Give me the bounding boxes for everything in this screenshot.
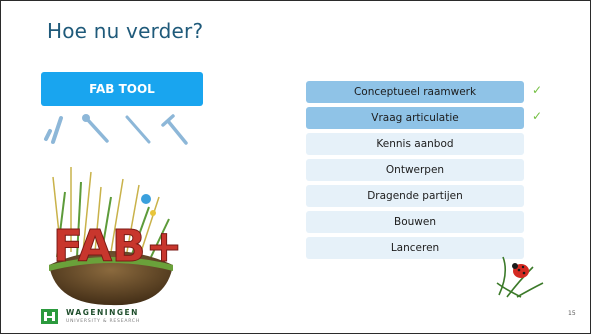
slide-title: Hoe nu verder? — [47, 19, 204, 43]
fab-emblem-illustration: FAB+ — [49, 167, 183, 306]
fab-tool-button[interactable]: FAB TOOL — [41, 72, 203, 106]
spanner-icon — [82, 114, 109, 143]
step-label: Vraag articulatie — [371, 112, 459, 124]
ladybug-icon — [496, 256, 544, 298]
step-item: Vraag articulatie ✓ — [306, 107, 542, 129]
step-label: Lanceren — [390, 242, 440, 254]
step-item: Kennis aanbod — [306, 133, 524, 155]
step-label: Dragende partijen — [367, 190, 463, 202]
step-label: Kennis aanbod — [376, 138, 454, 150]
wrench-icon — [44, 116, 63, 144]
page-number: 15 — [568, 310, 576, 317]
hammer-icon — [161, 114, 188, 145]
logo-name: WAGENINGEN — [66, 308, 139, 317]
tools-row — [44, 114, 188, 145]
step-label: Ontwerpen — [385, 164, 445, 176]
fab-emblem-text: FAB+ — [53, 221, 182, 272]
fab-tool-label: FAB TOOL — [89, 82, 155, 96]
step-item: Lanceren — [306, 237, 524, 259]
checkmark-icon: ✓ — [531, 83, 542, 97]
wageningen-logo-mark-icon — [41, 309, 58, 324]
step-label: Conceptueel raamwerk — [353, 86, 477, 98]
step-label: Bouwen — [394, 216, 436, 228]
step-item: Dragende partijen — [306, 185, 524, 207]
roadmap-steps: Conceptueel raamwerk ✓ Vraag articulatie… — [306, 81, 542, 263]
logo-subtitle: UNIVERSITY & RESEARCH — [66, 319, 141, 324]
screwdriver-icon — [125, 115, 151, 144]
step-item: Ontwerpen — [306, 159, 524, 181]
wageningen-logo: WAGENINGEN UNIVERSITY & RESEARCH — [41, 308, 161, 328]
step-item: Conceptueel raamwerk ✓ — [306, 81, 542, 103]
step-item: Bouwen — [306, 211, 524, 233]
checkmark-icon: ✓ — [531, 109, 542, 123]
